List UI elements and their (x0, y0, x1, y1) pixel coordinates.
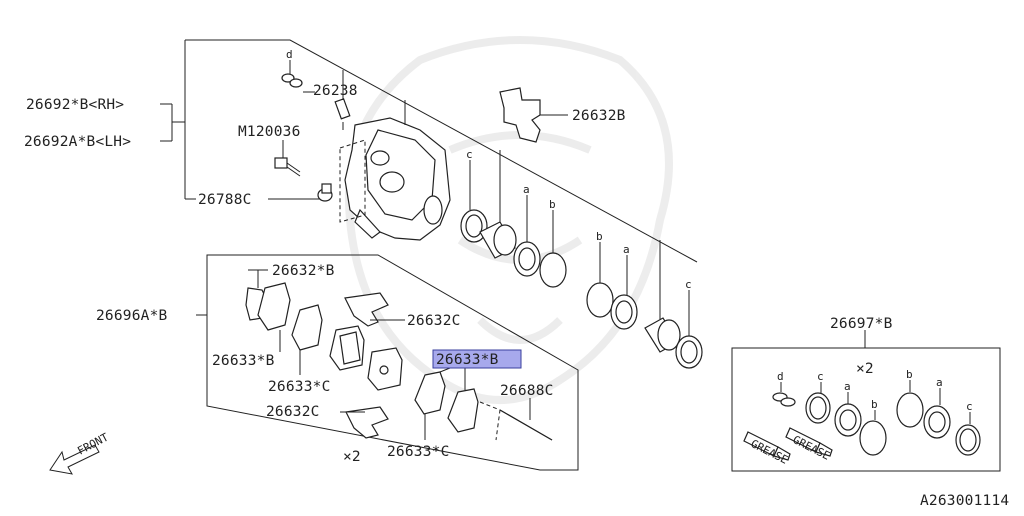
label-pad-c[interactable]: 26633*C (387, 444, 450, 460)
guide-bolt[interactable] (317, 183, 333, 202)
kit-callout-c2: c (966, 400, 973, 413)
kit-callout-a1: a (844, 380, 851, 393)
mounting-bolt[interactable] (274, 157, 301, 177)
label-bleeder-screw[interactable]: 26238 (313, 83, 358, 99)
piston-seal-c2[interactable] (675, 335, 703, 369)
label-bolt[interactable]: M120036 (238, 124, 301, 140)
piston-1[interactable] (479, 221, 517, 259)
repair-kit-box (731, 347, 1001, 472)
piston-seal-c1[interactable] (460, 209, 488, 243)
kit-callout-b1: b (871, 398, 878, 411)
pad-kit-box (206, 254, 579, 471)
label-pad-b[interactable]: 26633*C (268, 379, 331, 395)
boot-a2[interactable] (610, 294, 638, 330)
kit-callout-b2: b (906, 368, 913, 381)
callout-a2: a (623, 243, 630, 256)
kit-callout-d: d (777, 370, 784, 383)
callout-b2: b (596, 230, 603, 243)
label-pad-a[interactable]: 26633*B (212, 353, 275, 369)
grease-label-1: GREASE (749, 437, 790, 467)
label-caliper-rh[interactable]: 26692*B<RH> (26, 97, 124, 113)
shim-spring-bottom[interactable] (345, 406, 389, 439)
label-shim-bot[interactable]: 26632C (266, 404, 320, 420)
label-shim-top[interactable]: 26632*B (272, 263, 335, 279)
callout-lines-top (268, 70, 568, 200)
kit-seal-c2[interactable] (955, 424, 981, 456)
callout-lines-upper (469, 150, 690, 336)
grease-tube-1[interactable] (743, 431, 791, 461)
highlight-box (432, 349, 522, 369)
front-arrow-icon (49, 444, 100, 475)
label-front: FRONT (75, 430, 111, 457)
label-pad-kit-qty: ×2 (343, 449, 361, 465)
pad-plate-a[interactable] (257, 282, 291, 331)
callout-a1: a (523, 183, 530, 196)
brake-pad-1[interactable] (329, 325, 365, 371)
pad-pin[interactable] (499, 409, 553, 441)
kit-seal-c1[interactable] (805, 392, 831, 424)
kit-seal-b2[interactable] (896, 392, 924, 428)
label-shim-mid[interactable]: 26632C (407, 313, 461, 329)
callout-c2: c (685, 278, 692, 291)
boot-a1[interactable] (513, 241, 541, 277)
grease-label-2: GREASE (791, 433, 832, 463)
cap-d-top[interactable] (281, 60, 303, 88)
kit-callout-a2: a (936, 376, 943, 389)
callout-lines-kit (780, 330, 971, 424)
kit-boot-a1[interactable] (834, 403, 862, 437)
grease-tube-2[interactable] (785, 427, 833, 457)
callout-b1: b (549, 198, 556, 211)
caliper-assembly-outline (160, 39, 698, 263)
label-bolt-guide[interactable]: 26788C (198, 192, 252, 208)
label-pad-kit[interactable]: 26696A*B (96, 308, 168, 324)
kit-cap-d[interactable] (772, 392, 796, 407)
caliper-body[interactable] (344, 117, 451, 241)
piston-2[interactable] (644, 317, 681, 353)
pin-guide-line (479, 401, 501, 441)
callout-d-top: d (286, 48, 293, 61)
seal-b2[interactable] (586, 282, 614, 318)
callout-c1: c (466, 148, 473, 161)
pad-plate-d[interactable] (447, 388, 479, 433)
label-caliper-lh[interactable]: 26692A*B<LH> (24, 134, 131, 150)
seal-b1[interactable] (539, 252, 567, 288)
label-repair-kit[interactable]: 26697*B (830, 316, 893, 332)
bleeder-screw[interactable] (334, 98, 351, 130)
caliper-guide-line (339, 139, 366, 223)
kit-boot-a2[interactable] (923, 405, 951, 439)
brake-pad-2[interactable] (367, 347, 403, 391)
label-pad-highlight[interactable]: 26633*B (436, 352, 499, 368)
label-repair-kit-qty: ×2 (856, 361, 874, 377)
pad-plate-c[interactable] (414, 371, 446, 415)
anti-rattle-spring[interactable] (499, 87, 541, 143)
kit-callout-c1: c (817, 370, 824, 383)
letter-callouts: d c a b b a c d c a b b a c (286, 48, 973, 413)
label-spring-top[interactable]: 26632B (572, 108, 626, 124)
callout-lines-pads (196, 269, 531, 440)
kit-seal-b1[interactable] (859, 420, 887, 456)
shim-spring-mid[interactable] (344, 292, 389, 327)
label-pin[interactable]: 26688C (500, 383, 554, 399)
pad-plate-b[interactable] (291, 304, 323, 351)
diagram-id: A263001114 (920, 493, 1009, 509)
